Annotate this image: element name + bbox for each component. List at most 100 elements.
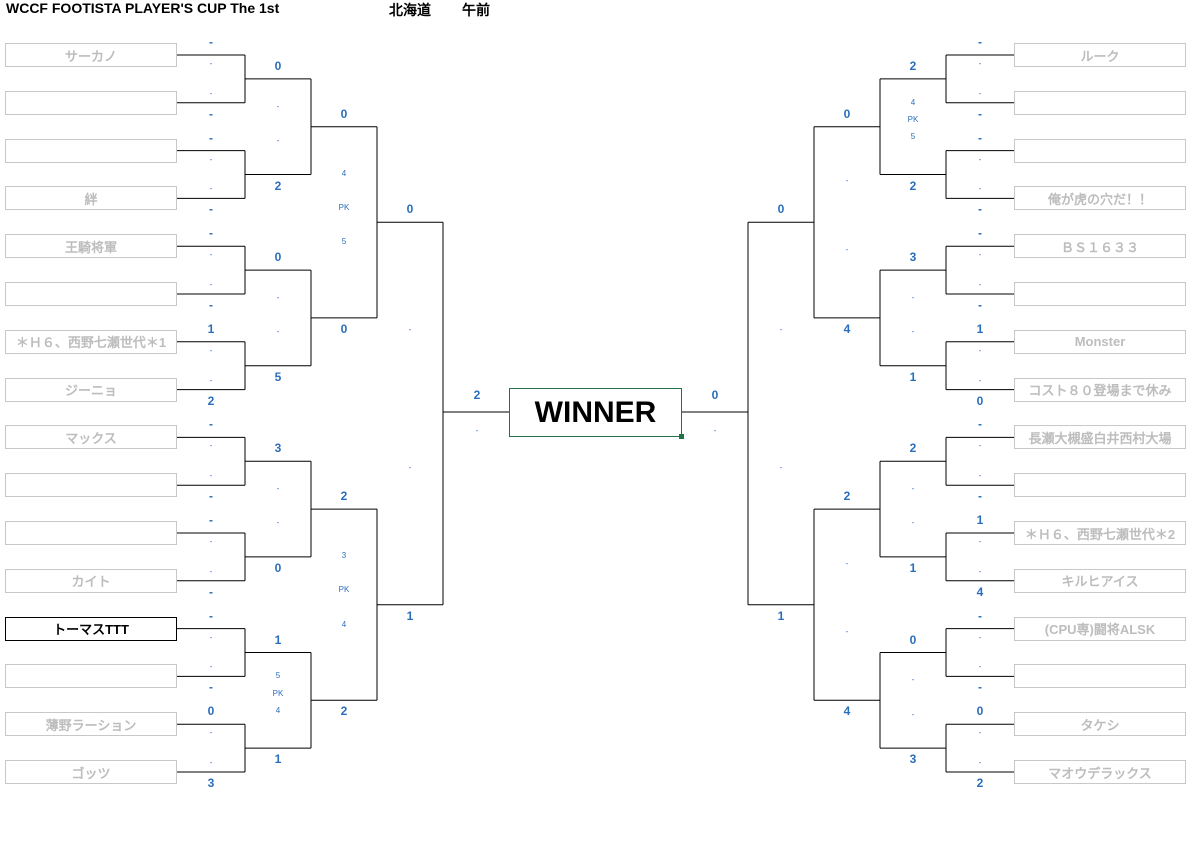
left-player-box[interactable]: ＊Ｈ６、西野七瀬世代＊1: [5, 329, 177, 354]
right-player-box[interactable]: [1014, 90, 1186, 115]
right-r3-score: 0: [843, 106, 851, 121]
right-r2-mid: PK: [907, 115, 919, 125]
right-r1-mid: -: [978, 728, 982, 738]
left-r1-score: -: [209, 202, 213, 217]
left-r1-mid: -: [209, 375, 213, 385]
left-player-box[interactable]: 絆: [5, 186, 177, 211]
left-r1-score: -: [209, 35, 213, 49]
left-r1-mid: -: [209, 441, 213, 451]
left-r1-mid: -: [209, 280, 213, 289]
left-r1-mid: -: [209, 59, 213, 68]
left-r2-score: 0: [274, 560, 282, 575]
left-r4-score: 1: [406, 608, 414, 623]
right-r1-mid: -: [978, 280, 982, 289]
right-r1-score: 4: [976, 584, 984, 599]
right-r1-mid: -: [978, 250, 982, 260]
right-player-box[interactable]: Monster: [1014, 329, 1186, 354]
left-final-score: 2: [473, 388, 481, 402]
right-player-box[interactable]: [1014, 282, 1186, 306]
right-player-box[interactable]: [1014, 138, 1186, 163]
right-r2-mid: 4: [910, 97, 916, 107]
left-r2-mid: -: [276, 518, 280, 528]
left-r3-mid: 3: [341, 550, 347, 560]
left-r1-mid: -: [209, 566, 213, 576]
left-player-box[interactable]: ゴッツ: [5, 760, 177, 784]
right-player-box[interactable]: 俺が虎の穴だ！！: [1014, 186, 1186, 211]
right-player-box[interactable]: ＢＳ１６３３: [1014, 234, 1186, 259]
left-r2-mid: -: [276, 327, 280, 337]
left-r2-mid: PK: [272, 688, 284, 698]
left-r1-score: -: [209, 608, 213, 623]
right-r2-score: 1: [909, 369, 917, 384]
left-r4-score: 0: [406, 202, 414, 217]
left-r1-mid: -: [209, 154, 213, 164]
left-final-mid: -: [475, 426, 479, 435]
left-r2-score: 1: [274, 632, 282, 647]
left-player-box[interactable]: 薄野ラーション: [5, 712, 177, 737]
winner-box[interactable]: WINNER: [509, 388, 682, 437]
right-r2-score: 2: [909, 58, 917, 73]
left-player-box[interactable]: [5, 664, 177, 689]
right-player-box[interactable]: ＊Ｈ６、西野七瀬世代＊2: [1014, 521, 1186, 545]
left-player-box[interactable]: カイト: [5, 568, 177, 593]
right-player-box[interactable]: ルーク: [1014, 43, 1186, 67]
left-r1-mid: -: [209, 728, 213, 738]
left-r2-score: 0: [274, 58, 282, 73]
right-r1-mid: -: [978, 471, 982, 481]
left-player-box[interactable]: [5, 90, 177, 115]
left-r1-score: -: [209, 106, 213, 121]
right-player-box[interactable]: [1014, 664, 1186, 689]
tournament-title: WCCF FOOTISTA PLAYER'S CUP The 1st: [6, 0, 280, 16]
right-r1-mid: -: [978, 345, 982, 355]
right-r2-score: 3: [909, 752, 917, 767]
left-r1-mid: -: [209, 537, 213, 546]
left-player-box[interactable]: サーカノ: [5, 43, 177, 67]
left-r1-score: -: [209, 513, 213, 527]
left-r1-score: -: [209, 226, 213, 241]
left-player-box[interactable]: トーマスTTT: [5, 616, 177, 641]
right-r3-mid: -: [845, 176, 849, 186]
right-r2-score: 2: [909, 178, 917, 193]
left-player-box[interactable]: 王騎将軍: [5, 234, 177, 259]
right-player-box[interactable]: [1014, 473, 1186, 498]
left-r1-mid: -: [209, 345, 213, 355]
left-r1-score: -: [209, 584, 213, 599]
left-r2-score: 0: [274, 250, 282, 265]
left-player-box[interactable]: [5, 138, 177, 163]
right-r1-score: -: [978, 417, 982, 432]
left-r1-mid: -: [209, 250, 213, 260]
right-r2-mid: -: [911, 709, 915, 719]
left-r1-score: -: [209, 298, 213, 312]
right-r1-mid: -: [978, 441, 982, 451]
right-r1-score: 1: [976, 513, 984, 527]
right-r1-score: 0: [976, 704, 984, 719]
left-player-box[interactable]: [5, 282, 177, 306]
right-r1-mid: -: [978, 184, 982, 194]
region-label: 北海道: [389, 2, 431, 18]
left-player-box[interactable]: マックス: [5, 425, 177, 450]
left-r1-score: -: [209, 130, 213, 145]
left-r1-score: -: [209, 489, 213, 504]
right-player-box[interactable]: (CPU専)闘将ALSK: [1014, 616, 1186, 641]
left-r2-score: 2: [274, 178, 282, 193]
left-player-box[interactable]: [5, 521, 177, 545]
right-r2-mid: 5: [910, 132, 916, 142]
right-player-box[interactable]: キルヒアイス: [1014, 568, 1186, 593]
left-r1-mid: -: [209, 184, 213, 194]
right-player-box[interactable]: 長瀬大槻盛白井西村大場: [1014, 425, 1186, 450]
left-player-box[interactable]: [5, 473, 177, 498]
left-r2-score: 3: [274, 441, 282, 456]
right-r1-mid: -: [978, 537, 982, 546]
right-player-box[interactable]: タケシ: [1014, 712, 1186, 737]
right-player-box[interactable]: コスト８０登場まで休み: [1014, 377, 1186, 402]
right-r1-mid: -: [978, 758, 982, 767]
right-r4-mid: -: [779, 463, 783, 473]
right-r1-mid: -: [978, 154, 982, 164]
left-player-box[interactable]: ジーニョ: [5, 377, 177, 402]
left-r3-score: 0: [340, 106, 348, 121]
right-r1-mid: -: [978, 662, 982, 672]
left-r1-score: 1: [207, 321, 215, 336]
left-r3-mid: PK: [338, 203, 350, 212]
left-r1-score: 3: [207, 776, 215, 790]
right-player-box[interactable]: マオウデラックス: [1014, 760, 1186, 784]
